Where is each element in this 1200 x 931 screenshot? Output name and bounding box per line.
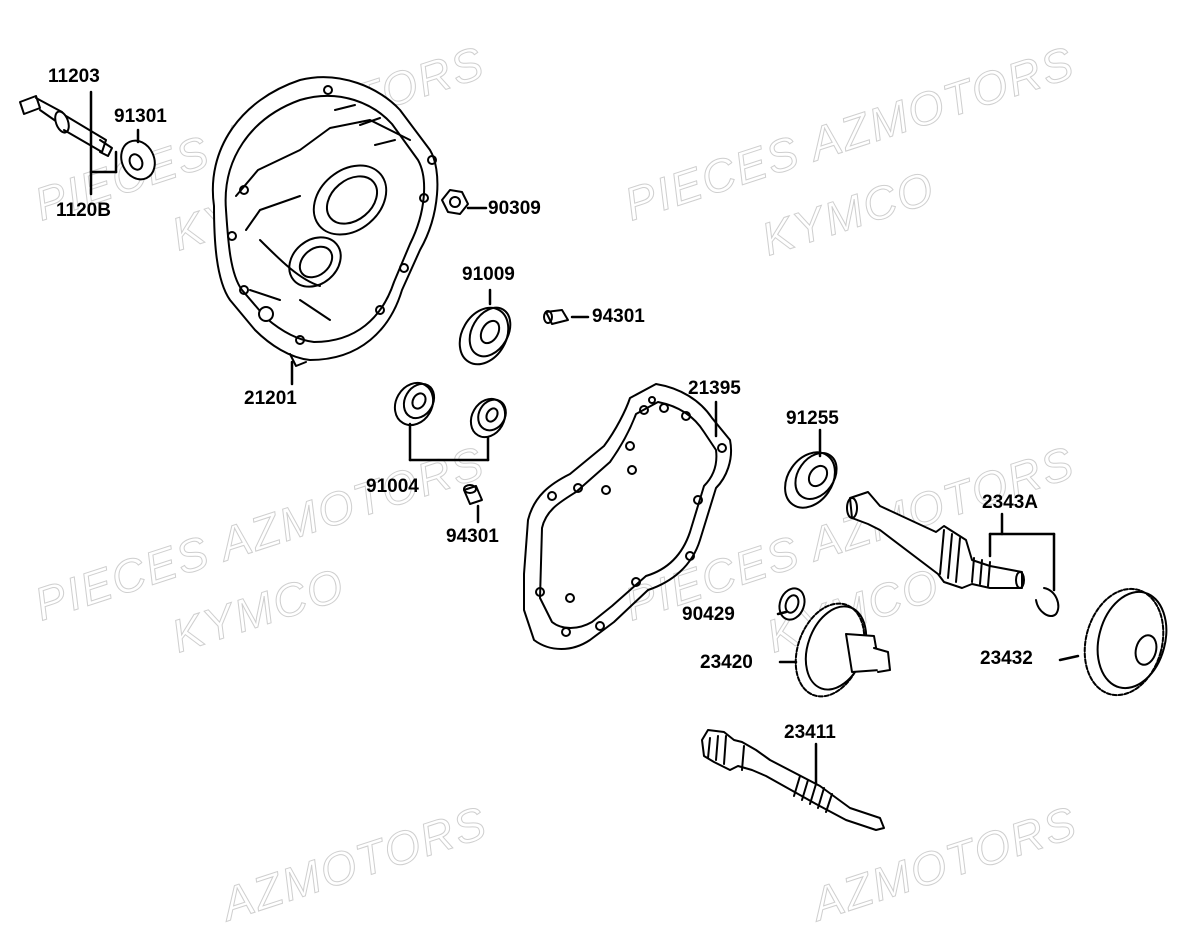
part-label-90429: 90429 (682, 604, 735, 625)
dowel-pin-part (543, 309, 569, 325)
part-label-94301-upper: 94301 (592, 306, 645, 327)
drive-shaft-part (701, 729, 885, 831)
circlip-part (1035, 587, 1060, 618)
part-label-21395: 21395 (688, 378, 741, 399)
dowel-pin-part (463, 484, 483, 505)
washer-part (778, 587, 806, 621)
part-label-90309: 90309 (488, 198, 541, 219)
nut-part (441, 189, 469, 215)
part-label-91255: 91255 (786, 408, 839, 429)
counter-gear-part (794, 602, 891, 698)
part-label-21201: 21201 (244, 388, 297, 409)
transmission-case-part (211, 76, 439, 367)
bearing-part (393, 381, 436, 427)
part-label-23411: 23411 (784, 722, 836, 743)
part-label-91301: 91301 (114, 106, 167, 127)
part-label-1120b: 1120B (56, 200, 111, 221)
part-label-2343a: 2343A (982, 492, 1038, 513)
part-label-11203: 11203 (48, 66, 100, 87)
parts-diagram: PIECES AZMOTORS KYMCO PIECES AZMOTORS KY… (19, 35, 1168, 931)
part-label-23420: 23420 (700, 652, 753, 673)
final-gear-part (1083, 587, 1168, 697)
gasket-part (523, 383, 732, 650)
leader-lines (89, 90, 1080, 786)
final-shaft-part (846, 491, 1025, 589)
diagram-drawing (19, 76, 1168, 831)
bearing-part (469, 397, 507, 439)
part-label-23432: 23432 (980, 648, 1033, 669)
oil-seal-part (784, 451, 838, 509)
part-label-94301-lower: 94301 (446, 526, 499, 547)
washer-part (120, 139, 156, 181)
bolt-part (19, 95, 113, 157)
part-label-91009: 91009 (462, 264, 515, 285)
bearing-part (458, 306, 512, 366)
part-label-91004: 91004 (366, 476, 419, 497)
